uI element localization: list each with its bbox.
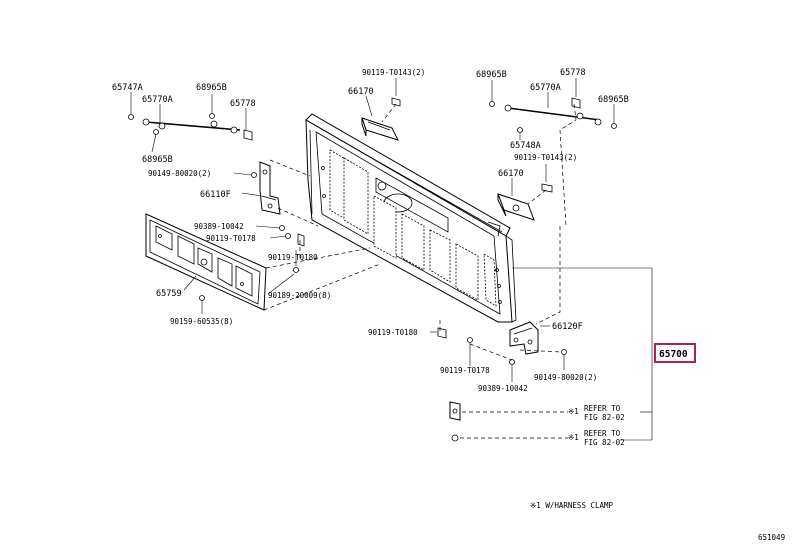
- label-90119-T0178-right[interactable]: 90119-T0178: [440, 366, 490, 375]
- leader-lines: [130, 78, 615, 382]
- label-66170-left[interactable]: 66170: [348, 87, 374, 97]
- label-65778-right[interactable]: 65778: [560, 68, 586, 78]
- label-65748A[interactable]: 65748A: [510, 141, 541, 151]
- inner-panel: [145, 213, 267, 311]
- ref1-mark: ※1: [568, 407, 579, 416]
- harness-clamp-lower: [451, 434, 459, 442]
- label-65778-left[interactable]: 65778: [230, 99, 256, 109]
- label-90149-80020-left[interactable]: 90149-80020(2): [148, 169, 211, 178]
- harness-clamp-note: ※1 W/HARNESS CLAMP: [530, 501, 614, 510]
- label-65759[interactable]: 65759: [156, 289, 182, 299]
- label-68965B-lower-left[interactable]: 68965B: [142, 155, 173, 165]
- label-66120F[interactable]: 66120F: [552, 322, 583, 332]
- ref2-line2[interactable]: FIG 82-02: [584, 438, 625, 447]
- label-65747A[interactable]: 65747A: [112, 83, 143, 93]
- label-66170-right[interactable]: 66170: [498, 169, 524, 179]
- label-90159-60535[interactable]: 90159-60535(8): [170, 317, 233, 326]
- assembly-dashed-lines: [263, 103, 577, 439]
- ref1-line1[interactable]: REFER TO: [584, 404, 621, 413]
- label-90119-T0143-right[interactable]: 90119-T0143(2): [514, 153, 577, 162]
- highlight-box-65700: [654, 343, 696, 363]
- left-handle-66170: [361, 117, 399, 141]
- figure-id: 651049: [758, 533, 785, 542]
- label-90119-T0143-top[interactable]: 90119-T0143(2): [362, 68, 425, 77]
- ref2-mark: ※1: [568, 433, 579, 442]
- label-68965B-right-top[interactable]: 68965B: [476, 70, 507, 80]
- ref1-line2[interactable]: FIG 82-02: [584, 413, 625, 422]
- right-cable-65770A: [504, 104, 602, 126]
- label-90189-20009[interactable]: 90189-20009(8): [268, 291, 331, 300]
- label-90119-T0180-right[interactable]: 90119-T0180: [368, 328, 418, 337]
- part-labels: 65747A 65770A 68965B 65778 68965B 90149-…: [112, 68, 785, 542]
- label-90389-10042-left[interactable]: 90389-10042: [194, 222, 244, 231]
- left-cable-65770A: [142, 118, 241, 134]
- right-hinge-bracket: [509, 321, 539, 355]
- label-68965B-right-side[interactable]: 68965B: [598, 95, 629, 105]
- label-66110F[interactable]: 66110F: [200, 190, 231, 200]
- ref2-line1[interactable]: REFER TO: [584, 429, 621, 438]
- label-90119-T0180-left[interactable]: 90119-T0180: [268, 253, 318, 262]
- label-90389-10042-right[interactable]: 90389-10042: [478, 384, 528, 393]
- label-68965B-top-left[interactable]: 68965B: [196, 83, 227, 93]
- label-90119-T0178-left[interactable]: 90119-T0178: [206, 234, 256, 243]
- harness-clamp-upper: [449, 401, 461, 421]
- label-65770A-right[interactable]: 65770A: [530, 83, 561, 93]
- right-handle-66170: [497, 193, 535, 221]
- assembly-bracket-65700: [512, 267, 653, 441]
- tailgate-panel: [305, 113, 517, 323]
- label-65770A-left[interactable]: 65770A: [142, 95, 173, 105]
- label-90149-80020-right[interactable]: 90149-80020(2): [534, 373, 597, 382]
- left-hinge-bracket: [259, 161, 281, 215]
- label-65700[interactable]: 65700: [659, 349, 688, 360]
